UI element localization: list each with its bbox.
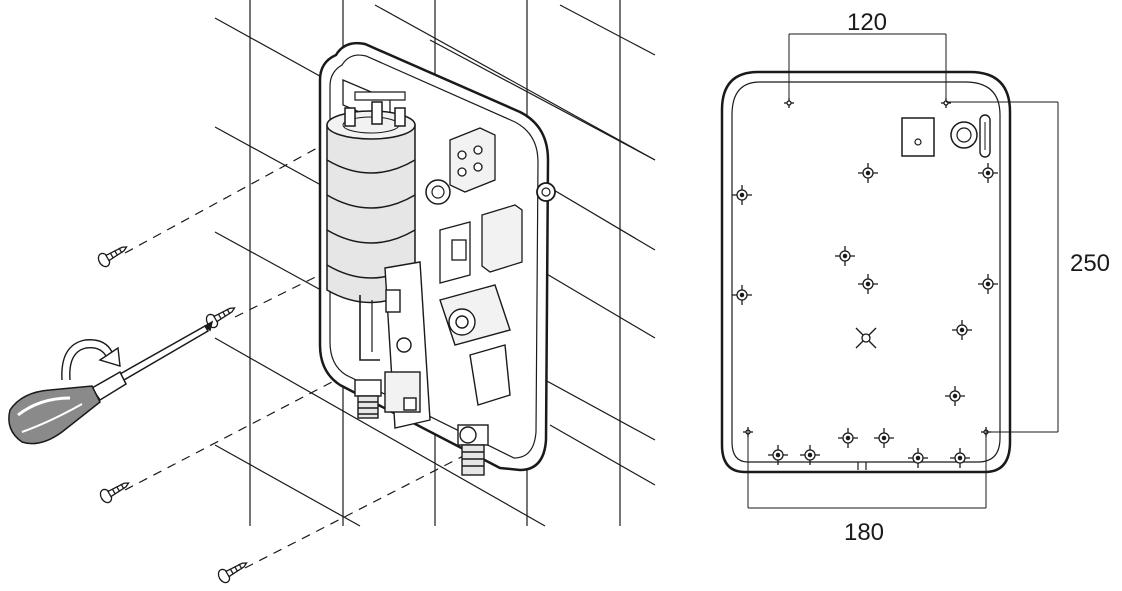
mounting-cross [800,445,820,465]
rotation-arrow-icon [61,339,121,381]
mounting-cross [978,163,998,183]
control-box [439,204,523,284]
terminal-block [449,127,496,193]
mounting-cross [858,274,878,294]
valve-assembly [384,261,511,429]
mounting-cross [978,274,998,294]
heater-unit [318,41,556,476]
mounting-plate-outline [720,70,1012,474]
mounting-cross [835,246,855,266]
center-mark [855,327,877,349]
mounting-cross [858,163,878,183]
mounting-cross [908,448,928,468]
outlet-fitting [457,424,489,476]
bottom-hole-spacing-label: 180 [844,519,884,546]
mounting-points [732,98,998,468]
screw-icon [97,246,248,584]
mounting-cross [732,285,752,305]
mounting-cross [950,448,970,468]
mounting-cross [732,185,752,205]
pipe-entry-circle [950,121,978,149]
inlet-fitting [354,379,382,419]
cable-entry-square [901,117,935,157]
mounting-cross [952,320,972,340]
dimension-lines [747,33,1059,509]
mounting-cross [768,445,788,465]
mounting-cross [945,386,965,406]
mounting-cross [874,428,894,448]
mounting-plate [720,70,1012,474]
vertical-hole-spacing-label: 250 [1070,250,1110,277]
top-hole-spacing-label: 120 [847,9,887,36]
mounting-cross [838,428,858,448]
screwdriver-icon [8,320,214,445]
